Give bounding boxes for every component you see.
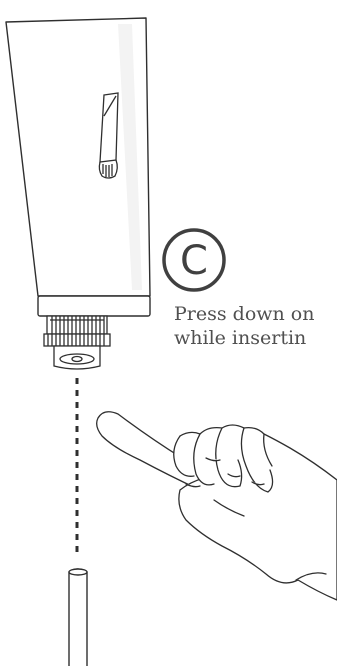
step-caption: Press down on while insertin bbox=[174, 302, 337, 350]
applicator-collar bbox=[38, 296, 150, 316]
step-letter: C bbox=[180, 238, 208, 284]
hand-illustration bbox=[97, 412, 337, 600]
caption-line-2: while insertin bbox=[174, 326, 337, 350]
step-badge: C bbox=[164, 230, 224, 290]
nozzle-tip bbox=[54, 346, 100, 369]
straw bbox=[69, 569, 87, 666]
caption-line-1: Press down on bbox=[174, 302, 337, 326]
ribbed-neck bbox=[44, 316, 110, 346]
applicator-body bbox=[6, 18, 150, 296]
